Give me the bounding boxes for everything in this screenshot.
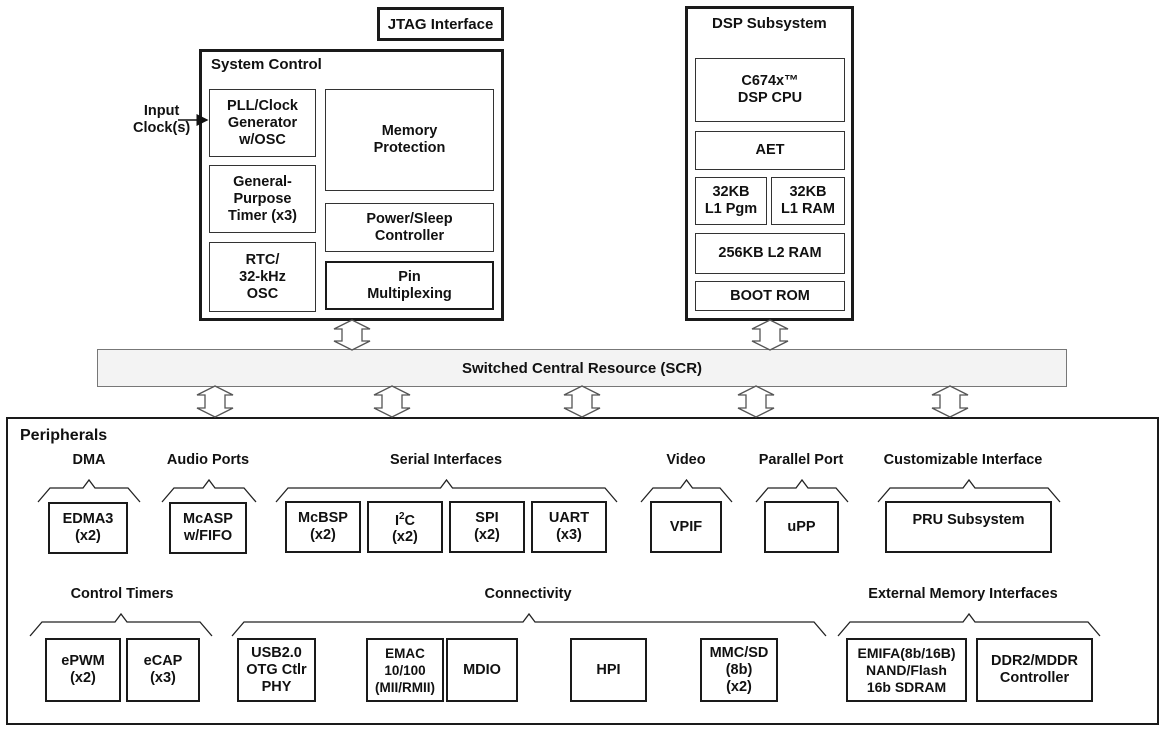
general-purpose-timer: General- Purpose Timer (x3) [209, 165, 316, 233]
audio-ports-group-label: Audio Ports [166, 452, 250, 468]
pll-label: PLL/Clock Generator w/OSC [227, 97, 298, 148]
mmc-label: MMC/SD (8b) (x2) [709, 644, 769, 695]
parallel-port-group-label: Parallel Port [758, 452, 844, 468]
timer-label: General- Purpose Timer (x3) [227, 173, 298, 224]
power-sleep-controller: Power/Sleep Controller [325, 203, 494, 252]
serial-interfaces-group-label: Serial Interfaces [389, 452, 503, 468]
scr-label: Switched Central Resource (SCR) [461, 359, 703, 377]
i2c-rest: C [404, 512, 416, 529]
ecap-label: eCAP (x3) [143, 653, 183, 686]
usb-otg-block: USB2.0 OTG Ctlr PHY [237, 638, 316, 702]
connectivity-group-label: Connectivity [484, 586, 572, 602]
upp-block: uPP [764, 501, 839, 553]
uart-block: UART (x3) [531, 501, 607, 553]
epwm-label: ePWM (x2) [61, 653, 105, 686]
spi-block: SPI (x2) [449, 501, 525, 553]
peripherals-title: Peripherals [20, 427, 108, 444]
dsp-cpu: C674x™ DSP CPU [695, 58, 845, 122]
mdio-block: MDIO [446, 638, 518, 702]
mdio-label: MDIO [463, 661, 501, 678]
mcasp-block: McASP w/FIFO [169, 502, 247, 554]
pin-mux-label: Pin Multiplexing [367, 268, 452, 302]
control-timers-group-label: Control Timers [70, 586, 174, 602]
dma-group-label: DMA [72, 452, 106, 468]
boot-rom-label: BOOT ROM [730, 287, 810, 304]
vpif-label: VPIF [669, 518, 703, 535]
aet-label: AET [755, 142, 785, 158]
l2-ram-label: 256KB L2 RAM [718, 245, 822, 261]
l1-ram-label: 32KB L1 RAM [781, 184, 835, 217]
jtag-label: JTAG Interface [387, 15, 494, 33]
i2c-count: (x2) [392, 529, 418, 546]
edma3-block: EDMA3 (x2) [48, 502, 128, 554]
emifa-label: EMIFA(8b/16B) NAND/Flash 16b SDRAM [857, 644, 956, 695]
emifa-block: EMIFA(8b/16B) NAND/Flash 16b SDRAM [846, 638, 967, 702]
edma3-label: EDMA3 (x2) [62, 511, 114, 544]
l1-pgm-label: 32KB L1 Pgm [704, 184, 758, 217]
hpi-block: HPI [570, 638, 647, 702]
epwm-block: ePWM (x2) [45, 638, 121, 702]
memory-protection: Memory Protection [325, 89, 494, 191]
hpi-label: HPI [596, 661, 621, 678]
pin-multiplexing: Pin Multiplexing [325, 261, 494, 310]
ddr2-mddr-block: DDR2/MDDR Controller [976, 638, 1093, 702]
aet: AET [695, 131, 845, 170]
i2c-name: I2C [395, 508, 415, 530]
dsp-scr-arrow [751, 319, 789, 351]
scr-peripherals-arrow-3 [563, 385, 601, 418]
spi-label: SPI (x2) [474, 510, 500, 543]
ddr-label: DDR2/MDDR Controller [991, 653, 1078, 686]
l2-ram: 256KB L2 RAM [695, 233, 845, 274]
system-control-scr-arrow [333, 319, 371, 351]
vpif-block: VPIF [650, 501, 722, 553]
pll-clock-generator: PLL/Clock Generator w/OSC [209, 89, 316, 157]
l1-pgm: 32KB L1 Pgm [695, 177, 767, 225]
dsp-subsystem-title: DSP Subsystem [712, 15, 827, 32]
video-group-label: Video [666, 452, 706, 468]
boot-rom: BOOT ROM [695, 281, 845, 311]
mcbsp-label: McBSP (x2) [298, 510, 348, 543]
pru-label: PRU Subsystem [912, 512, 1025, 528]
mmc-sd-block: MMC/SD (8b) (x2) [700, 638, 778, 702]
i2c-block: I2C (x2) [367, 501, 443, 553]
ecap-block: eCAP (x3) [126, 638, 200, 702]
emac-block: EMAC 10/100 (MII/RMII) [366, 638, 444, 702]
dsp-cpu-label: C674x™ DSP CPU [737, 73, 803, 106]
mcasp-label: McASP w/FIFO [183, 511, 233, 544]
i2c-base: I [394, 512, 399, 529]
rtc-label: RTC/ 32-kHz OSC [239, 251, 286, 302]
external-memory-interfaces-group-label: External Memory Interfaces [868, 586, 1058, 602]
input-clock-label: Input Clock(s) [133, 103, 191, 136]
scr-peripherals-arrow-4 [737, 385, 775, 418]
mcbsp-block: McBSP (x2) [285, 501, 361, 553]
jtag-interface-block: JTAG Interface [377, 7, 504, 41]
scr-peripherals-arrow-2 [373, 385, 411, 418]
memory-protection-label: Memory Protection [373, 123, 446, 156]
scr-peripherals-arrow-5 [931, 385, 969, 418]
switched-central-resource-bar: Switched Central Resource (SCR) [97, 349, 1067, 387]
system-control-title: System Control [211, 56, 322, 73]
customizable-interface-group-label: Customizable Interface [883, 452, 1043, 468]
power-sleep-label: Power/Sleep Controller [366, 210, 453, 244]
usb-label: USB2.0 OTG Ctlr PHY [246, 644, 307, 695]
uart-label: UART (x3) [548, 510, 590, 543]
pru-subsystem-block: PRU Subsystem [885, 501, 1052, 553]
emac-label: EMAC 10/100 (MII/RMII) [375, 645, 435, 695]
upp-label: uPP [787, 518, 816, 535]
i2c-superscript: 2 [398, 510, 405, 522]
l1-ram: 32KB L1 RAM [771, 177, 845, 225]
rtc-osc: RTC/ 32-kHz OSC [209, 242, 316, 312]
scr-peripherals-arrow-1 [196, 385, 234, 418]
